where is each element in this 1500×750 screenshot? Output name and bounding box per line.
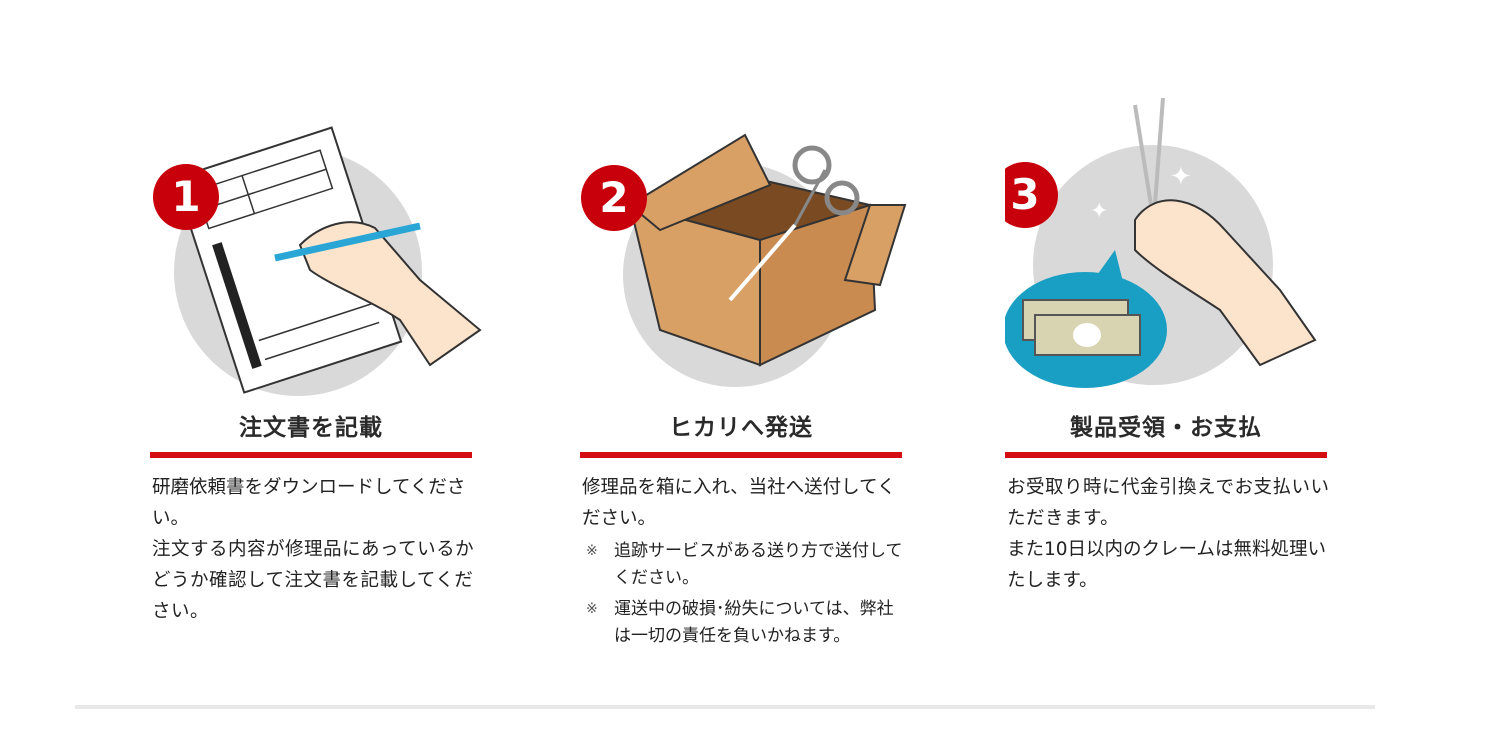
step-description: 修理品を箱に入れ、当社へ送付してください。 ※追跡サービスがある送り方で送付して… [582, 472, 907, 650]
step-2: 2 ヒカリへ発送 修理品を箱に入れ、当社へ送付してください。 ※追跡サービスがあ… [580, 0, 910, 750]
step-title: 製品受領・お支払 [1070, 415, 1262, 441]
step-number-badge: 1 [171, 172, 201, 221]
paragraph: お受取り時に代金引換えでお支払いいただきます。 [1007, 477, 1330, 529]
step-1: 1 注文書を記載 研磨依頼書をダウンロードしてください。 注文する内容が修理品に… [150, 0, 482, 750]
paragraph: また10日以内のクレームは無料処理いたします。 [1007, 539, 1326, 591]
step-description: 研磨依頼書をダウンロードしてください。 注文する内容が修理品にあっているかどうか… [152, 472, 477, 627]
title-underline [1005, 452, 1327, 458]
step-title: ヒカリへ発送 [669, 415, 813, 441]
step-3: ✦ ✦ 3 製品受領・お支払 お受取り時に代金引換えでお支払いいただきます。 ま… [1005, 0, 1335, 750]
scissors-and-money-icon: ✦ ✦ [1005, 97, 1317, 388]
step-number-badge: 2 [599, 173, 629, 222]
paragraph: 注文する内容が修理品にあっているかどうか確認して注文書を記載してください。 [152, 539, 475, 622]
step-number-badge: 3 [1010, 170, 1040, 219]
box-with-scissors-icon [581, 133, 907, 387]
paragraph: 研磨依頼書をダウンロードしてください。 [152, 477, 466, 529]
svg-text:✦: ✦ [1090, 199, 1108, 224]
note-item: ※追跡サービスがある送り方で送付してください。 [586, 541, 903, 588]
section-divider [75, 705, 1375, 709]
svg-text:✦: ✦ [1170, 162, 1192, 192]
paragraph: 修理品を箱に入れ、当社へ送付してください。 [582, 477, 896, 529]
step-title: 注文書を記載 [239, 415, 383, 441]
note-item: ※運送中の破損･紛失については、弊社は一切の責任を負いかねます。 [586, 599, 894, 646]
title-underline [150, 452, 472, 458]
step-description: お受取り時に代金引換えでお支払いいただきます。 また10日以内のクレームは無料処… [1007, 472, 1332, 596]
order-form-writing-icon [153, 126, 482, 396]
title-underline [580, 452, 902, 458]
